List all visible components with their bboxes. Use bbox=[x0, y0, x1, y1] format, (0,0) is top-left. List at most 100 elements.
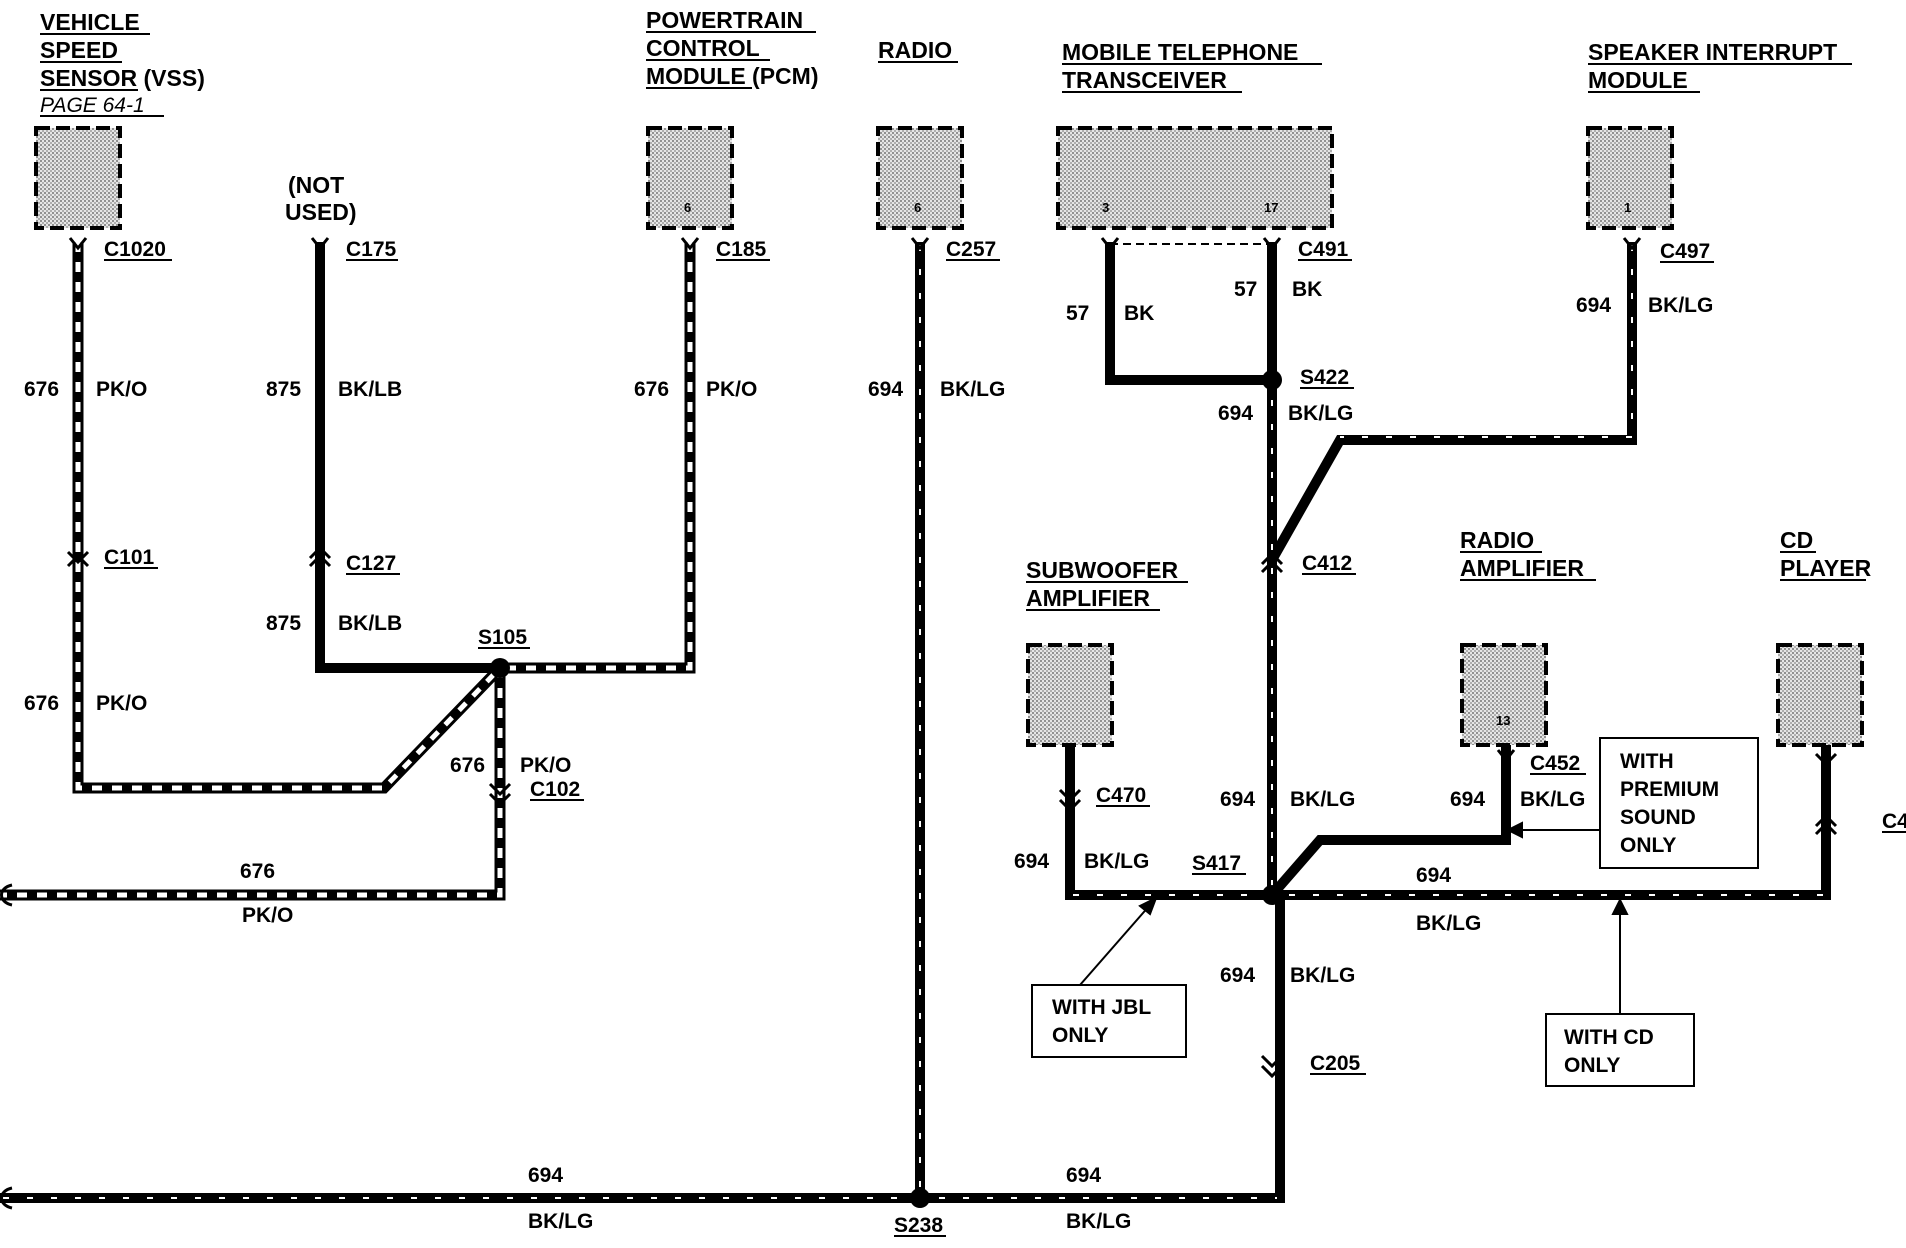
c175-label: C175 bbox=[346, 238, 397, 261]
wire-676-vss-top-code: 676 bbox=[24, 378, 59, 401]
note-premium-line-2: PREMIUM bbox=[1620, 778, 1719, 801]
wire-57-left-code: 57 bbox=[1066, 302, 1089, 325]
wire-694-cd-color: BK/LG bbox=[1416, 912, 1481, 935]
s105-label: S105 bbox=[478, 626, 527, 649]
note-boxes bbox=[1031, 737, 1759, 1087]
note-cd-box bbox=[1545, 1013, 1695, 1087]
wire-676-vss-bottom-code: 676 bbox=[24, 692, 59, 715]
c1020-label: C1020 bbox=[104, 238, 166, 261]
wire-676-vss-top-color: PK/O bbox=[96, 378, 147, 401]
radio-amp-title-2: AMPLIFIER bbox=[1460, 555, 1584, 581]
wire-676-pcm-color: PK/O bbox=[706, 378, 757, 401]
cd-player-title-2: PLAYER bbox=[1780, 555, 1872, 581]
wire-57-left-color: BK bbox=[1124, 302, 1154, 325]
wire-694-sim-color: BK/LG bbox=[1648, 294, 1713, 317]
speaker-interrupt-box bbox=[1586, 126, 1674, 230]
note-arrows bbox=[1079, 821, 1629, 1014]
speaker-interrupt-title-2: MODULE bbox=[1588, 67, 1688, 93]
c127-label: C127 bbox=[346, 552, 396, 575]
note-jbl-line-2: ONLY bbox=[1052, 1024, 1108, 1047]
radio-pin: 6 bbox=[914, 200, 921, 215]
wire-694-amp-color: BK/LG bbox=[1520, 788, 1585, 811]
radio-title: RADIO bbox=[878, 37, 952, 63]
wire-694-cd-code: 694 bbox=[1416, 864, 1451, 887]
wire-694-bottom-left-color: BK/LG bbox=[528, 1210, 593, 1233]
pcm-pin: 6 bbox=[684, 200, 691, 215]
vss-title-1: VEHICLE bbox=[40, 9, 140, 35]
radio-amp-title-1: RADIO bbox=[1460, 527, 1534, 553]
s238-dot bbox=[910, 1188, 930, 1208]
wire-875-top-color: BK/LB bbox=[338, 378, 402, 401]
note-premium-line-1: WITH bbox=[1620, 750, 1674, 773]
wire-694-sub-color: BK/LG bbox=[1084, 850, 1149, 873]
note-jbl-box bbox=[1031, 984, 1187, 1058]
c413-label: C413 bbox=[1882, 810, 1906, 833]
component-boxes bbox=[34, 126, 1864, 747]
vss-title-3: SENSOR (VSS) bbox=[40, 65, 205, 91]
pcm-title-3: MODULE (PCM) bbox=[646, 63, 818, 89]
wire-694-s422-code: 694 bbox=[1218, 402, 1253, 425]
mobile-tel-pin-3: 3 bbox=[1102, 200, 1109, 215]
c101-label: C101 bbox=[104, 546, 155, 569]
connector-underlines bbox=[104, 259, 1906, 1237]
wire-694-bottom-right-code: 694 bbox=[1066, 1164, 1101, 1187]
connector-symbols bbox=[0, 237, 1838, 1210]
vss-box bbox=[34, 126, 122, 230]
c102-label: C102 bbox=[530, 778, 580, 801]
note-premium-line-4: ONLY bbox=[1620, 834, 1676, 857]
note-cd-line-1: WITH CD bbox=[1564, 1026, 1654, 1049]
wire-875-bottom-color: BK/LB bbox=[338, 612, 402, 635]
wire-57-right-code: 57 bbox=[1234, 278, 1257, 301]
subwoofer-box bbox=[1026, 643, 1114, 747]
pcm-title-2: CONTROL bbox=[646, 35, 760, 61]
radio-box bbox=[876, 126, 964, 230]
s238-label: S238 bbox=[894, 1214, 943, 1237]
wire-694-bottom-left-code: 694 bbox=[528, 1164, 563, 1187]
wire-694-radio-code: 694 bbox=[868, 378, 903, 401]
wire-676-left-color: PK/O bbox=[242, 904, 293, 927]
cd-player-title-1: CD bbox=[1780, 527, 1813, 553]
wire-694-sub-code: 694 bbox=[1014, 850, 1049, 873]
wire-875-bottom-code: 875 bbox=[266, 612, 301, 635]
c185-label: C185 bbox=[716, 238, 767, 261]
wire-676-pcm-code: 676 bbox=[634, 378, 669, 401]
wire-676-vss-bottom-color: PK/O bbox=[96, 692, 147, 715]
wire-694-sim-code: 694 bbox=[1576, 294, 1611, 317]
wire-57-right-color: BK bbox=[1292, 278, 1322, 301]
subwoofer-title-2: AMPLIFIER bbox=[1026, 585, 1150, 611]
splice-dots bbox=[490, 370, 1282, 1208]
wire-676-c102-color: PK/O bbox=[520, 754, 571, 777]
wire-694-s422-color: BK/LG bbox=[1288, 402, 1353, 425]
c491-label: C491 bbox=[1298, 238, 1349, 261]
wire-875-top-code: 875 bbox=[266, 378, 301, 401]
wire-694-mid-color: BK/LG bbox=[1290, 788, 1355, 811]
wire-694-low-color: BK/LG bbox=[1290, 964, 1355, 987]
c205-label: C205 bbox=[1310, 1052, 1361, 1075]
not-used-2: USED) bbox=[285, 199, 357, 225]
note-cd-line-2: ONLY bbox=[1564, 1054, 1620, 1077]
wire-694-amp-code: 694 bbox=[1450, 788, 1485, 811]
mobile-telephone-box bbox=[1056, 126, 1334, 230]
mobile-tel-pin-17: 17 bbox=[1264, 200, 1278, 215]
cd-player-box bbox=[1776, 643, 1864, 747]
note-premium-box bbox=[1599, 737, 1759, 869]
vss-title-2: SPEED bbox=[40, 37, 118, 63]
wire-694-mid-code: 694 bbox=[1220, 788, 1255, 811]
speaker-interrupt-title-1: SPEAKER INTERRUPT bbox=[1588, 39, 1837, 65]
wire-676-c102-code: 676 bbox=[450, 754, 485, 777]
c257-label: C257 bbox=[946, 238, 996, 261]
s417-dot bbox=[1262, 885, 1282, 905]
mobile-tel-title-2: TRANSCEIVER bbox=[1062, 67, 1227, 93]
c497-label: C497 bbox=[1660, 240, 1710, 263]
note-premium-line-3: SOUND bbox=[1620, 806, 1696, 829]
note-jbl-line-1: WITH JBL bbox=[1052, 996, 1151, 1019]
s417-label: S417 bbox=[1192, 852, 1241, 875]
radio-amplifier-pin: 13 bbox=[1496, 713, 1510, 728]
c412-label: C412 bbox=[1302, 552, 1352, 575]
s105-dot bbox=[490, 658, 510, 678]
c470-label: C470 bbox=[1096, 784, 1146, 807]
s422-label: S422 bbox=[1300, 366, 1349, 389]
mobile-tel-title-1: MOBILE TELEPHONE bbox=[1062, 39, 1298, 65]
radio-amplifier-box bbox=[1460, 643, 1548, 747]
